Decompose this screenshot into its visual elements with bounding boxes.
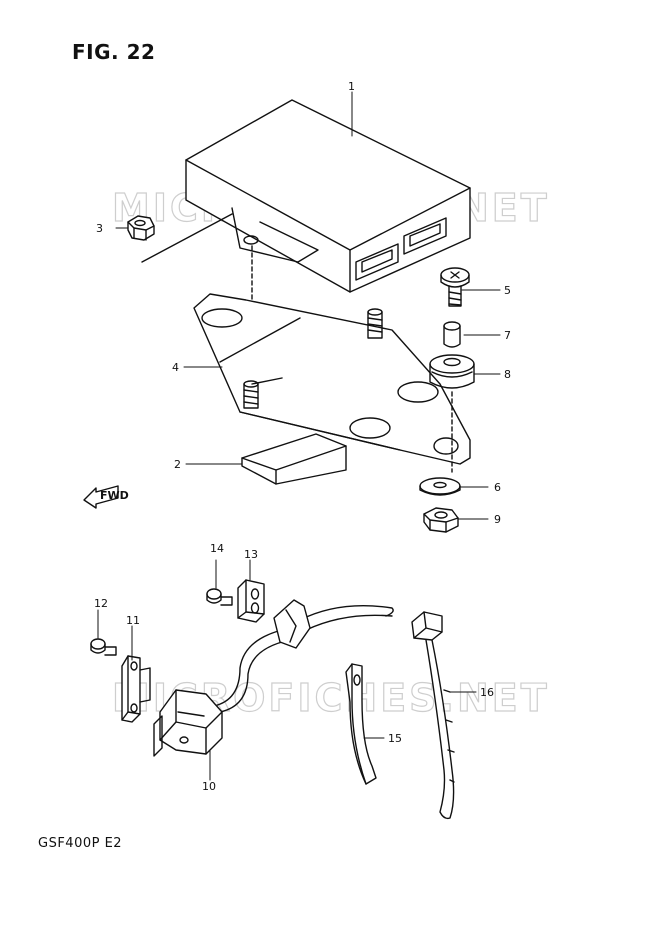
callout-5: 5	[504, 284, 511, 297]
callout-16: 16	[480, 686, 494, 699]
fwd-label: FWD	[100, 489, 129, 502]
callout-2: 2	[174, 458, 181, 471]
clamp-15	[345, 663, 377, 785]
cushion-pad	[241, 433, 347, 485]
callout-15: 15	[388, 732, 402, 745]
callout-3: 3	[96, 222, 103, 235]
callout-4: 4	[172, 361, 179, 374]
callout-14: 14	[210, 542, 224, 555]
callout-labels: 1 2 3 4 5 6 7 8 9 10 11 12 13 14 15 16	[94, 80, 511, 793]
nut-9	[423, 507, 459, 533]
control-unit	[185, 99, 471, 293]
callout-9: 9	[494, 513, 501, 526]
clamp-13	[237, 579, 265, 623]
model-code: GSF400P E2	[38, 836, 123, 851]
stud-right	[367, 308, 383, 339]
screw-12	[90, 638, 117, 656]
screw-5	[440, 267, 470, 307]
bracket-plate	[193, 293, 471, 465]
leader-lines	[97, 91, 501, 781]
callout-13: 13	[244, 548, 258, 561]
fwd-arrow	[83, 485, 119, 509]
callout-10: 10	[202, 780, 216, 793]
callout-6: 6	[494, 481, 501, 494]
cable-tie-16	[411, 611, 455, 820]
spacer-7	[443, 321, 461, 348]
washer-6	[419, 477, 461, 496]
callout-11: 11	[126, 614, 140, 627]
callout-7: 7	[504, 329, 511, 342]
nut-3	[127, 215, 155, 241]
callout-12: 12	[94, 597, 108, 610]
clip-11	[121, 655, 151, 723]
sensor-10	[153, 599, 394, 757]
callout-8: 8	[504, 368, 511, 381]
leader-line-3	[141, 213, 233, 263]
grommet-8	[429, 354, 475, 389]
screw-14	[206, 588, 233, 606]
callout-1: 1	[348, 80, 355, 93]
stud-left	[243, 380, 259, 409]
figure-title: FIG. 22	[72, 40, 156, 64]
